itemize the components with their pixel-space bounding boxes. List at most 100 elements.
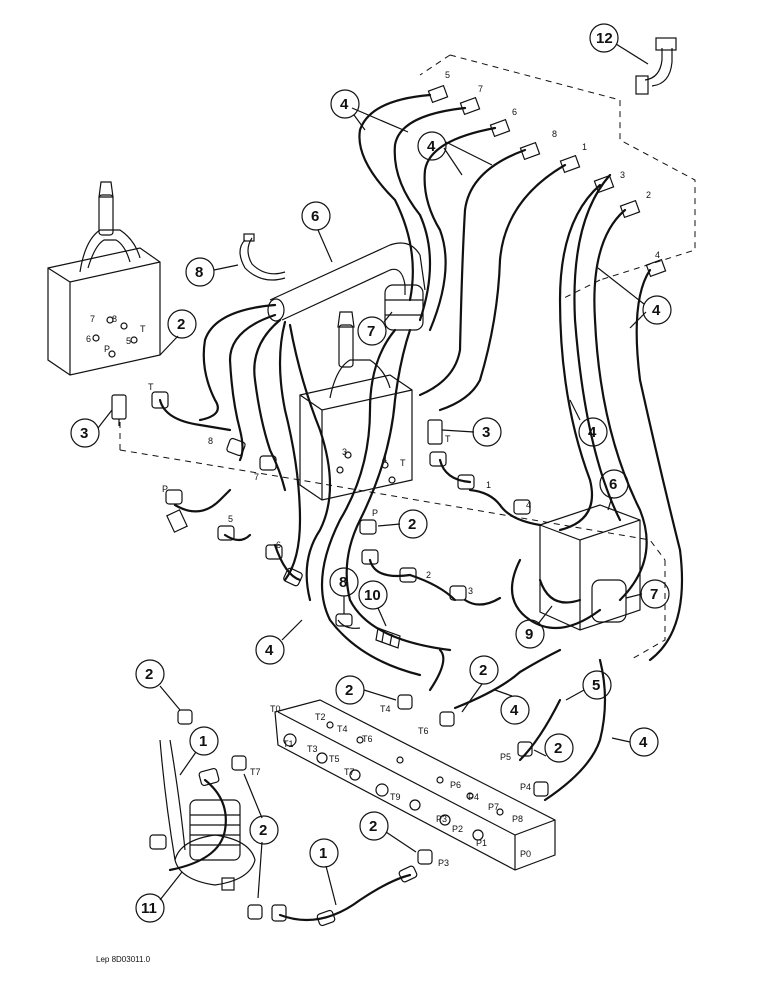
hose-number: 4 <box>655 250 660 260</box>
hose-bundle-left <box>198 303 452 677</box>
hose-number: 8 <box>552 129 557 139</box>
hose-number: 3 <box>468 586 473 596</box>
callout-2-d: 2 <box>554 740 562 757</box>
callout-2-c: 2 <box>345 682 353 699</box>
callout-12: 12 <box>596 30 613 47</box>
port-label: P4 <box>520 782 531 792</box>
callout-5: 5 <box>592 677 600 694</box>
manifold-port-labels: T0 T2 T4 T6 T1 T3 T5 T7 T9 P6 P4 P7 P8 P… <box>270 704 531 859</box>
port-label: P3 <box>438 858 449 868</box>
lower-hoses <box>149 648 607 927</box>
callout-2-g: 2 <box>369 818 377 835</box>
callout-7-top: 7 <box>367 323 375 340</box>
hose-number: 2 <box>426 570 431 580</box>
port-label: T <box>148 382 154 392</box>
port-label: T6 <box>362 734 373 744</box>
svg-text:T: T <box>400 458 406 468</box>
hose-number: 5 <box>445 70 450 80</box>
port-label: T3 <box>307 744 318 754</box>
port-label: P1 <box>476 838 487 848</box>
callout-11: 11 <box>141 900 157 917</box>
callout-1-a: 1 <box>199 733 207 750</box>
port-label: T7 <box>344 767 355 777</box>
port-label: T <box>445 434 451 444</box>
port-label: T1 <box>283 739 294 749</box>
port-label: T0 <box>270 704 281 714</box>
document-reference: Lep 8D03011.0 <box>96 955 151 964</box>
protective-sleeve-upper <box>267 242 426 331</box>
svg-text:5: 5 <box>126 336 131 346</box>
hose-number: 5 <box>228 514 233 524</box>
port-label: P6 <box>450 780 461 790</box>
hose-number: 1 <box>582 142 587 152</box>
svg-text:P: P <box>104 344 110 354</box>
port-label: P2 <box>452 824 463 834</box>
callout-7-right: 7 <box>650 586 658 603</box>
lower-dashed-frame <box>119 420 666 661</box>
port-label: P4 <box>468 792 479 802</box>
top-fittings: 5 7 6 8 1 3 2 4 <box>427 70 667 278</box>
manifold-block <box>274 699 556 871</box>
callout-2-e: 2 <box>145 666 153 683</box>
callout-1-b: 1 <box>319 845 327 862</box>
hose-number: 4 <box>526 500 531 510</box>
port-label: T7 <box>250 767 261 777</box>
left-joystick-valve: 7 8 6 5 T P <box>47 181 161 376</box>
callout-2-a: 2 <box>177 316 185 333</box>
adaptor-3-right: T <box>427 419 451 445</box>
port-label: P3 <box>436 814 447 824</box>
port-label: P <box>372 508 378 518</box>
port-label: T6 <box>418 726 429 736</box>
hose-number: 8 <box>208 436 213 446</box>
svg-text:7: 7 <box>90 314 95 324</box>
svg-text:6: 6 <box>86 334 91 344</box>
callout-2-b: 2 <box>479 662 487 679</box>
callout-3-right: 3 <box>482 424 490 441</box>
lower-loose-fittings: T4 T6 P5 P4 T7 P3 <box>177 694 549 920</box>
port-label: P5 <box>500 752 511 762</box>
swivel-11 <box>159 739 256 891</box>
upper-dashed-box <box>419 54 696 301</box>
callout-4-right: 4 <box>652 302 661 319</box>
hose-number: 3 <box>620 170 625 180</box>
hose-number: 6 <box>276 540 281 550</box>
callout-10: 10 <box>364 587 381 604</box>
callout-4-lower-mid: 4 <box>510 702 519 719</box>
port-label: T4 <box>380 704 391 714</box>
callout-2-center: 2 <box>408 516 416 533</box>
port-label: P0 <box>520 849 531 859</box>
svg-text:8: 8 <box>112 314 117 324</box>
hose-number: 6 <box>512 107 517 117</box>
callout-3-left: 3 <box>80 425 88 442</box>
callout-4-mid: 4 <box>427 138 436 155</box>
hose-bundle-upper <box>358 93 684 662</box>
hose-number: 7 <box>478 84 483 94</box>
callout-6-top: 6 <box>311 208 319 225</box>
port-label: P8 <box>512 814 523 824</box>
callout-6-right: 6 <box>609 476 617 493</box>
port-label: T2 <box>315 712 326 722</box>
elbow-fitting-12 <box>635 37 677 95</box>
port-label: T5 <box>329 754 340 764</box>
callout-9: 9 <box>525 626 533 643</box>
port-label: P7 <box>488 802 499 812</box>
center-right-fittings: 1 4 2 3 P <box>359 451 542 606</box>
callout-8-top: 8 <box>195 264 203 281</box>
svg-text:3: 3 <box>342 447 347 457</box>
callout-4-right-mid: 4 <box>588 424 597 441</box>
callout-4-lower-right: 4 <box>639 734 648 751</box>
port-label: T4 <box>337 724 348 734</box>
hose-number: 2 <box>646 190 651 200</box>
callouts: 12 4 4 6 8 7 2 3 3 <box>70 23 672 923</box>
port-label: T9 <box>390 792 401 802</box>
callout-4-top: 4 <box>340 96 349 113</box>
callout-4-lower-left: 4 <box>265 642 274 659</box>
port-label: P <box>162 484 168 494</box>
hose-clips <box>239 233 401 649</box>
hose-number: 7 <box>254 472 259 482</box>
callout-2-f: 2 <box>259 822 267 839</box>
callout-8-lower: 8 <box>339 574 347 591</box>
svg-text:T: T <box>140 324 146 334</box>
hose-number: 1 <box>486 480 491 490</box>
